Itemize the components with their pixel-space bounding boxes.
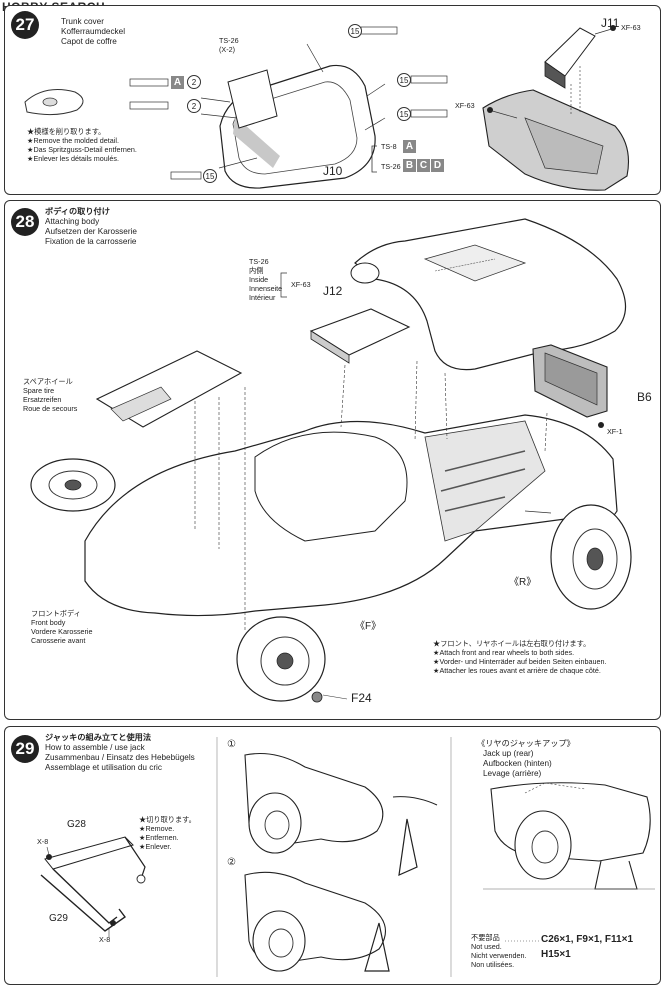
step-title-de: Aufsetzen der Karosserie — [45, 227, 137, 236]
inside-jp-label: 内側 — [249, 266, 264, 275]
step-27-panel: 27 Trunk cover Kofferraumdeckel Capot de… — [4, 5, 661, 195]
inside-ts26-label: TS-26 — [249, 257, 269, 266]
step-28-panel: 28 ボディの取り付け Attaching body Aufsetzen der… — [4, 200, 661, 720]
paint-ts26-label: TS-26 — [381, 162, 401, 171]
part-g28-label: G28 — [67, 819, 86, 830]
jack-step-2-marker: ② — [227, 857, 236, 868]
jackup-en-label: Jack up (rear) — [483, 749, 534, 758]
wheel-note-fr: ★Attacher les roues avant et arrière de … — [433, 666, 601, 675]
inside-fr-label: Intérieur — [249, 293, 276, 302]
marker-2-a: 2 — [187, 75, 201, 89]
marker-15-a: 15 — [348, 24, 362, 38]
paint-letter-b: B — [403, 159, 416, 172]
part-j10-label: J10 — [323, 164, 343, 178]
paint-ts8-label: TS-8 — [381, 142, 397, 151]
not-used-en: Not used. — [471, 942, 502, 951]
wheel-note-de: ★Vorder- und Hinterräder auf beiden Seit… — [433, 657, 607, 666]
spare-jp-label: スペアホイール — [23, 377, 73, 386]
spare-en-label: Spare tire — [23, 386, 55, 395]
front-body-en-label: Front body — [31, 618, 66, 627]
part-j11-label: J11 — [601, 16, 620, 30]
marker-15-d: 15 — [203, 169, 217, 183]
step-27-drawing — [24, 25, 630, 191]
step-number: 27 — [11, 11, 39, 39]
spare-fr-label: Roue de secours — [23, 404, 78, 413]
marker-15-c: 15 — [397, 107, 411, 121]
step-title-jp: ボディの取り付け — [45, 207, 110, 216]
spare-de-label: Ersatzreifen — [23, 395, 62, 404]
step-title-fr: Assemblage et utilisation du cric — [45, 763, 162, 772]
jackup-de-label: Aufbocken (hinten) — [483, 759, 552, 768]
step27-note-en: ★Remove the molded detail. — [27, 136, 119, 145]
xf63-label-a: XF-63 — [621, 23, 641, 32]
front-body-de-label: Vordere Karosserie — [31, 627, 93, 636]
inside-de-label: Innenseite — [249, 284, 283, 293]
inside-xf63-label: XF-63 — [291, 280, 311, 289]
wheel-note-jp: ★フロント、リヤホイールは左右取り付けます。 — [433, 639, 591, 648]
ts26-label: TS-26 — [219, 36, 239, 45]
marker-2-b: 2 — [187, 99, 201, 113]
rear-wheel-label: 《R》 — [509, 577, 537, 588]
step-title-en: Attaching body — [45, 217, 100, 226]
not-used-fr: Non utilisées. — [471, 960, 515, 969]
step-title-de: Zusammenbau / Einsatz des Hebebügels — [45, 753, 195, 762]
paint-letter-a: A — [403, 140, 416, 153]
part-g29-label: G29 — [49, 913, 68, 924]
x8-label-b: X-8 — [99, 935, 111, 944]
xf1-label: XF-1 — [607, 427, 623, 436]
x8-label-a: X-8 — [37, 837, 49, 846]
not-used-jp: 不要部品 — [471, 933, 500, 942]
part-b6-label: B6 — [637, 390, 652, 404]
ts26-x2-label: (X-2) — [219, 45, 235, 54]
front-wheel-label: 《F》 — [355, 621, 382, 632]
cut-note-fr: ★Enlever. — [139, 842, 172, 851]
step-title-en: How to assemble / use jack — [45, 743, 145, 752]
not-used-parts: C26×1, F9×1, F11×1 — [541, 934, 634, 945]
paint-letter-c: C — [417, 159, 430, 172]
step-number: 29 — [11, 735, 39, 763]
cut-note-de: ★Entfernen. — [139, 833, 179, 842]
part-f24-label: F24 — [351, 691, 372, 705]
front-body-fr-label: Carosserie avant — [31, 636, 86, 645]
step-title-de: Kofferraumdeckel — [61, 27, 126, 36]
wheel-note-en: ★Attach front and rear wheels to both si… — [433, 648, 575, 657]
step27-note-de: ★Das Spritzguss-Detail entfernen. — [27, 145, 137, 154]
front-body-jp-label: フロントボディ — [31, 609, 81, 618]
paint-letter-a-tube: A — [171, 76, 184, 89]
step27-note-fr: ★Enlever les détails moulés. — [27, 154, 119, 163]
step-title-fr: Fixation de la carrosserie — [45, 237, 137, 246]
step-title-en: Trunk cover — [61, 17, 104, 26]
marker-15-b: 15 — [397, 73, 411, 87]
step-title-fr: Capot de coffre — [61, 37, 117, 46]
part-j12-label: J12 — [323, 284, 343, 298]
cut-note-jp: ★切り取ります。 — [139, 815, 196, 824]
jack-step-1-marker: ① — [227, 739, 236, 750]
not-used-parts-2: H15×1 — [541, 949, 571, 960]
not-used-de: Nicht verwenden. — [471, 951, 527, 960]
inside-en-label: Inside — [249, 275, 269, 284]
step-28-drawing — [30, 218, 632, 703]
step-title-jp: ジャッキの組み立てと使用法 — [45, 733, 152, 742]
jackup-jp-label: 《リヤのジャッキアップ》 — [477, 739, 575, 748]
jackup-fr-label: Levage (arrière) — [483, 769, 542, 778]
step-29-drawing — [40, 737, 655, 977]
step-number: 28 — [11, 208, 39, 236]
xf63-label-b: XF-63 — [455, 101, 475, 110]
cut-note-en: ★Remove. — [139, 824, 175, 833]
step-29-panel: 29 ジャッキの組み立てと使用法 How to assemble / use j… — [4, 726, 661, 985]
paint-letter-d: D — [431, 159, 444, 172]
step27-note-jp: ★模様を削り取ります。 — [27, 127, 106, 136]
